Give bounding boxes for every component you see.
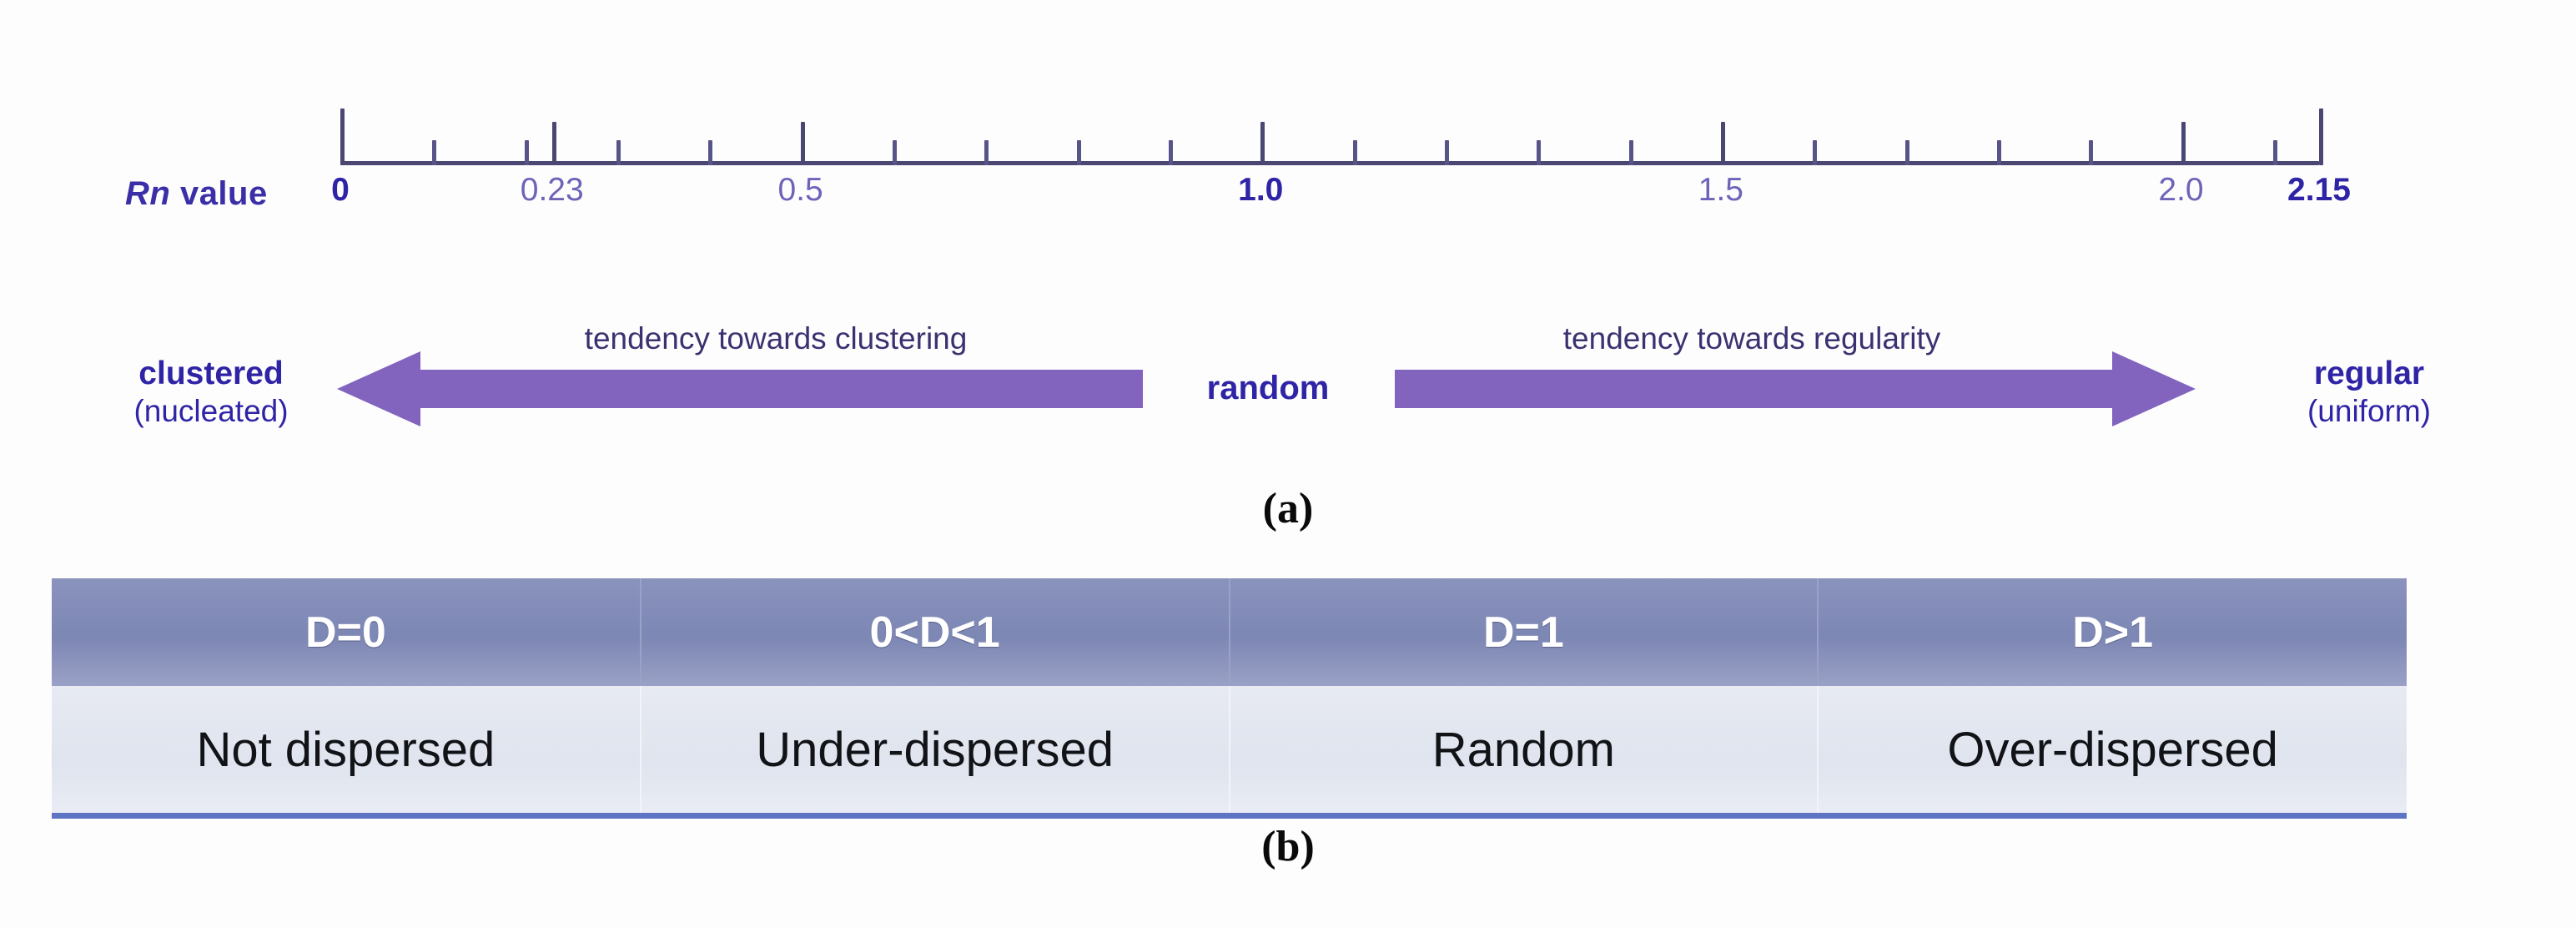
ruler-tick-0 [340, 108, 345, 165]
rn-ruler [340, 107, 2323, 165]
ruler-label-0: 0 [331, 172, 350, 208]
ruler-tick-1-1 [1352, 140, 1357, 165]
table-cell-1: Under-dispersed [640, 686, 1230, 813]
table-header-cell-1: 0<D<1 [640, 578, 1230, 686]
ruler-label-2-15: 2.15 [2287, 172, 2351, 208]
arrow-left-body [417, 370, 1143, 408]
ruler-label-2: 2.0 [2158, 172, 2204, 208]
table-cell-3: Over-dispersed [1818, 686, 2407, 813]
caption-panel-b: (b) [0, 822, 2576, 871]
caption-panel-b-text: (b) [1261, 823, 1315, 870]
label-regular: regular (uniform) [2227, 355, 2511, 430]
ruler-label-0-5: 0.5 [777, 172, 823, 208]
rn-value-axis-label: Rn value [125, 175, 268, 213]
label-clustered-primary: clustered [138, 356, 284, 391]
rn-italic-token: Rn [125, 175, 171, 212]
ruler-tick-0-2 [524, 140, 529, 165]
ruler-tick-0-6 [892, 140, 897, 165]
ruler-tick-0-23 [551, 122, 556, 165]
ruler-tick-1-6 [1813, 140, 1818, 165]
ruler-tick-1-3 [1537, 140, 1542, 165]
dispersion-spectrum: clustered (nucleated) tendency towards c… [0, 321, 2576, 480]
ruler-tick-0-3 [616, 140, 621, 165]
ruler-tick-2-1 [2272, 140, 2277, 165]
table-bottom-rule [52, 813, 2407, 819]
ruler-tick-1 [1260, 122, 1265, 165]
label-random: random [1206, 370, 1330, 406]
ruler-tick-2-15 [2319, 108, 2323, 165]
arrow-right-body [1395, 370, 2112, 408]
ruler-tick-1-5 [1720, 122, 1725, 165]
label-regular-secondary: (uniform) [2307, 394, 2432, 429]
ruler-tick-1-7 [1904, 140, 1909, 165]
rn-value-word: value [170, 175, 268, 212]
arrow-right-head-icon [2112, 351, 2196, 426]
label-regular-primary: regular [2313, 356, 2425, 391]
label-tendency-clustering: tendency towards clustering [584, 321, 968, 356]
ruler-tick-0-9 [1168, 140, 1173, 165]
table-header-cell-3: D>1 [1818, 578, 2407, 686]
label-clustered-secondary: (nucleated) [133, 394, 289, 429]
table-header-cell-2: D=1 [1229, 578, 1819, 686]
table-cell-0: Not dispersed [52, 686, 641, 813]
ruler-tick-0-4 [708, 140, 713, 165]
ruler-tick-0-8 [1076, 140, 1081, 165]
ruler-axis-line [340, 161, 2319, 165]
caption-panel-a-text: (a) [1262, 485, 1314, 532]
ruler-label-1: 1.0 [1238, 172, 1284, 208]
ruler-tick-0-1 [432, 140, 437, 165]
ruler-tick-2 [2181, 122, 2186, 165]
table-header-cell-0: D=0 [52, 578, 641, 686]
ruler-tick-1-9 [2089, 140, 2094, 165]
ruler-tick-0-7 [984, 140, 989, 165]
label-clustered: clustered (nucleated) [73, 355, 349, 430]
table-cell-2: Random [1229, 686, 1819, 813]
label-tendency-regularity: tendency towards regularity [1562, 321, 1941, 356]
panel-a-rn-scale: Rn value 0 0.23 0.5 1.0 1.5 2.0 2.15 clustered… [0, 107, 2576, 533]
ruler-label-1-5: 1.5 [1698, 172, 1743, 208]
ruler-tick-1-4 [1628, 140, 1633, 165]
ruler-tick-1-2 [1444, 140, 1449, 165]
ruler-tick-0-5 [800, 122, 805, 165]
ruler-tick-1-8 [1996, 140, 2001, 165]
ruler-label-0-23: 0.23 [520, 172, 584, 208]
caption-panel-a: (a) [0, 484, 2576, 533]
arrow-left-head-icon [337, 351, 420, 426]
